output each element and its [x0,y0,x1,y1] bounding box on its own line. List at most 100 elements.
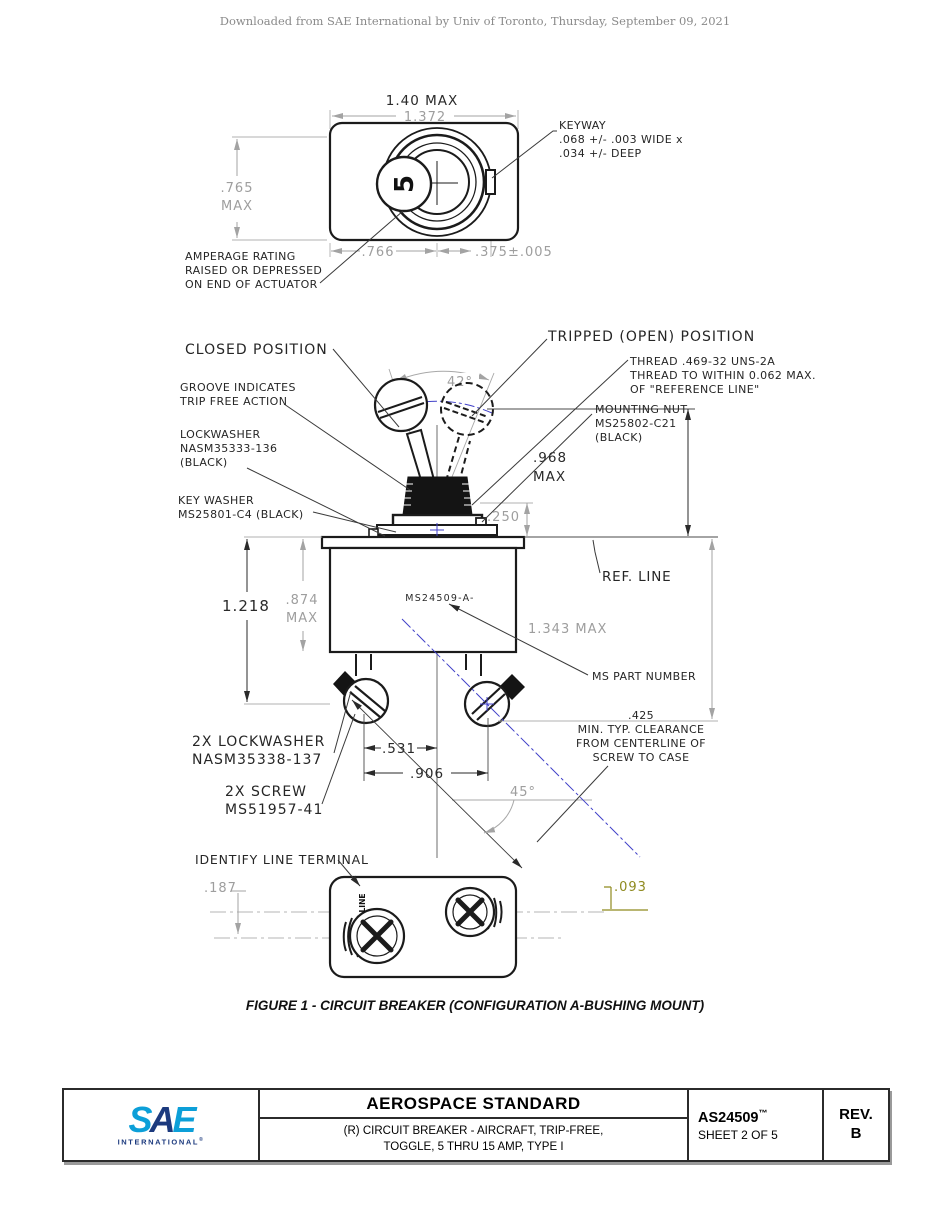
thread-label-l3: OF "REFERENCE LINE" [630,383,760,396]
dim-874-l1: .874 [286,593,319,608]
groove-label-l2: TRIP FREE ACTION [179,395,287,408]
line-terminal-marking: LINE [358,894,367,913]
ref-line-label: REF. LINE [602,569,671,585]
keyway-label-l3: .034 +/- DEEP [559,147,642,160]
dim-093-label: .093 [614,880,647,895]
part-number-stamp: MS24509-A- [405,593,474,604]
registered-mark: ® [199,1136,205,1143]
doc-title-line2: TOGGLE, 5 THRU 15 AMP, TYPE I [383,1140,564,1153]
amperage-label-l3: ON END OF ACTUATOR [185,278,318,291]
dim-1218-label: 1.218 [222,597,270,615]
sae-international-text: INTERNATIONAL® [117,1136,205,1147]
title-block: SAE INTERNATIONAL® AEROSPACE STANDARD (R… [62,1088,890,1162]
dim-187-bracket [231,890,246,934]
case-body [328,546,518,654]
doc-number: AS24509™ [698,1108,768,1126]
clearance-label-l3: FROM CENTERLINE OF [576,737,706,750]
dim-531-label: .531 [382,741,416,757]
dim-874-l2: MAX [286,611,318,626]
key-washer-label-l1: KEY WASHER [178,494,254,507]
lockwasher2-label-l1: 2X LOCKWASHER [192,734,325,750]
trademark-mark: ™ [758,1108,768,1119]
sheet-number: SHEET 2 OF 5 [698,1127,778,1142]
thread-label-l2: THREAD TO WITHIN 0.062 MAX. [629,369,816,382]
ms-part-leader [448,603,589,676]
title-block-rev-cell: REV. B [824,1090,888,1160]
lockwasher2-label-l2: NASM35338-137 [192,752,322,768]
lockwasher-label-l1: LOCKWASHER [180,428,261,441]
amperage-label-l2: RAISED OR DEPRESSED [185,264,322,277]
dim-140-max: 1.40 MAX [386,93,458,109]
sae-letter-a: A [149,1098,175,1140]
clearance-label-l1: .425 [628,709,654,722]
top-view-dim-lines [234,113,516,254]
figure-caption: FIGURE 1 - CIRCUIT BREAKER (CONFIGURATIO… [245,998,705,1013]
dim-093-bracket [602,886,648,911]
doc-type-heading: AEROSPACE STANDARD [260,1090,687,1119]
terminal-right [463,654,525,728]
rev-value: B [850,1125,862,1142]
figure-1-drawing: 5 1.40 MAX 1.372 .765 MAX .766 .375±.005… [178,93,816,979]
amperage-label-l1: AMPERAGE RATING [185,250,296,263]
sae-logo: SAE INTERNATIONAL® [117,1101,205,1147]
bottom-view: LINE IDENTIFY LINE TERMINAL .187 .093 [195,852,648,979]
dim-968-l1: .968 [533,450,567,466]
dim-1372: 1.372 [404,110,446,125]
rev-label: REV. [839,1106,873,1124]
key-washer-label-l2: MS25801-C4 (BLACK) [178,508,304,521]
keyway-label-l2: .068 +/- .003 WIDE x [559,133,683,146]
angle-45-arc [483,799,515,834]
closed-position-label: CLOSED POSITION [185,342,328,358]
dim-766: .766 [362,245,395,260]
screw-axis-centerline [401,618,641,858]
dim-187-label: .187 [204,881,237,896]
dim-250-label: .250 [487,510,520,525]
keyway-label-l1: KEYWAY [559,119,606,132]
groove-label-l1: GROOVE INDICATES [180,381,296,394]
title-block-center-cell: AEROSPACE STANDARD (R) CIRCUIT BREAKER -… [260,1090,689,1160]
top-view-leaders [319,130,557,284]
terminal-left [333,654,390,725]
side-view-leaders [246,338,629,843]
toggle-sweep-centerline [389,400,493,414]
threaded-bushing [402,476,473,516]
keyway-feature [485,169,496,195]
sae-letter-s: S [128,1098,152,1140]
identify-leader [337,859,361,887]
dim-1343-label: 1.343 MAX [528,622,607,637]
tripped-position-label: TRIPPED (OPEN) POSITION [547,329,755,345]
sae-wordmark: SAE [118,1101,205,1137]
toggle-closed [373,377,436,481]
mounting-nut-label-l1: MOUNTING NUT [595,403,687,416]
case-flange [320,535,526,550]
title-block-logo-cell: SAE INTERNATIONAL® [64,1090,260,1160]
side-view: 42° [178,329,816,869]
dim-1218-extensions [244,536,330,705]
mounting-nut-label-l2: MS25802-C21 [595,417,677,430]
toggle-tripped [440,382,494,484]
thread-label-l1: THREAD .469-32 UNS-2A [629,355,775,368]
lockwasher-label-l2: NASM35333-136 [180,442,277,455]
dim-375: .375±.005 [475,245,553,260]
angle-42-label-bg [441,373,479,389]
identify-line-terminal-label: IDENTIFY LINE TERMINAL [195,852,369,867]
angle-42-label: 42° [447,375,473,390]
mounting-nut-label-l3: (BLACK) [595,431,643,444]
dim-765-l1: .765 [221,181,254,196]
title-block-number-cell: AS24509™ SHEET 2 OF 5 [689,1090,824,1160]
doc-title-line1: (R) CIRCUIT BREAKER - AIRCRAFT, TRIP-FRE… [343,1124,604,1137]
bottom-screw-left [342,907,406,965]
screw-axis-line [351,699,523,869]
sae-letter-e: E [172,1098,196,1140]
clearance-label-l2: MIN. TYP. CLEARANCE [578,723,705,736]
screw-label-l2: MS51957-41 [225,802,323,818]
washer-center-mark [430,523,444,537]
ref-line-leader [592,539,601,574]
actuator-amp-digit: 5 [390,175,420,193]
download-watermark: Downloaded from SAE International by Uni… [219,14,731,28]
angle-45-label: 45° [510,785,536,800]
doc-title: (R) CIRCUIT BREAKER - AIRCRAFT, TRIP-FRE… [260,1119,687,1160]
dim-765-l2: MAX [221,199,253,214]
screw-label-l1: 2X SCREW [225,784,307,800]
